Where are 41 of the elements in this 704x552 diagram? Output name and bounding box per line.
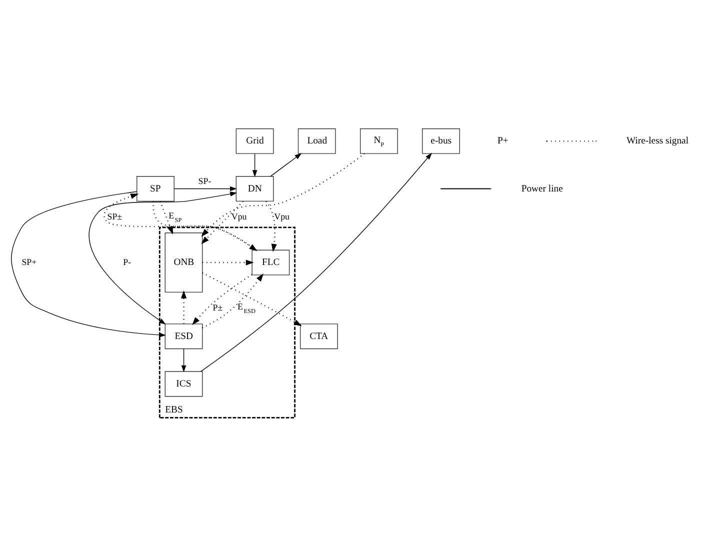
edge-label: P- (123, 256, 132, 267)
arrow (11, 191, 166, 338)
arrow (200, 152, 432, 372)
node-box: e-bus (422, 128, 460, 154)
edge-label: Vpu (274, 211, 290, 222)
arrow (201, 153, 365, 237)
arrow (266, 201, 277, 252)
edge-label: SP- (198, 176, 212, 186)
node-box: CTA (300, 324, 338, 350)
arrow (174, 186, 237, 192)
node-box: ONB (164, 232, 203, 293)
node-box: FLC (252, 250, 290, 276)
edge-label: E$_{SP}$ (168, 210, 182, 224)
edge-label: P± (212, 302, 223, 312)
legend-label: Power line (521, 183, 563, 194)
arrow (180, 290, 187, 324)
arrow (202, 272, 302, 326)
node-box: Grid (236, 128, 274, 154)
edge-label: SP+ (22, 256, 37, 267)
node-box: ESD (164, 324, 203, 350)
arrow (89, 192, 238, 325)
arrow (201, 200, 244, 244)
arrow (252, 153, 258, 178)
arrow (181, 348, 186, 372)
edge-label: Vpu (231, 211, 247, 222)
node-box: SP (136, 176, 174, 202)
node-box: ICS (164, 371, 203, 397)
node-box: N$_{P}$ (360, 128, 398, 154)
arrow (270, 153, 302, 177)
arrow (160, 201, 174, 234)
arrow (192, 274, 252, 326)
arrow (152, 201, 258, 252)
label: P+ (498, 136, 508, 147)
legend-label: Wire-less signal (626, 136, 689, 147)
edge-label: E$_{ESD}$ (238, 302, 256, 316)
arrow (202, 274, 264, 328)
edge-label: SP± (107, 211, 122, 222)
node-box: DN (236, 176, 274, 202)
node-box: Load (298, 128, 336, 154)
arrow (202, 260, 254, 266)
arrow (104, 194, 257, 251)
